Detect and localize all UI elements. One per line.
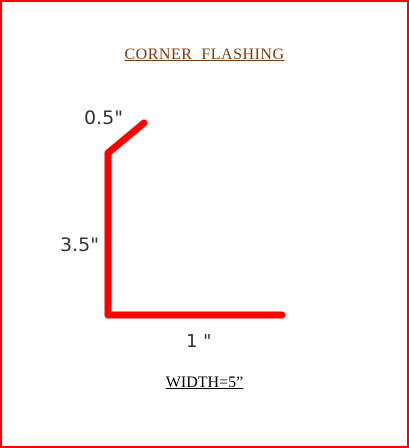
height-dimension-label: 3.5" [60, 234, 99, 256]
drawing-title: CORNER FLASHING [124, 46, 285, 63]
width-note: WIDTH=5” [165, 374, 244, 391]
base-dimension-label: 1 " [186, 331, 212, 352]
flashing-profile-line [104, 119, 286, 319]
lip-dimension-label: 0.5" [84, 107, 123, 129]
